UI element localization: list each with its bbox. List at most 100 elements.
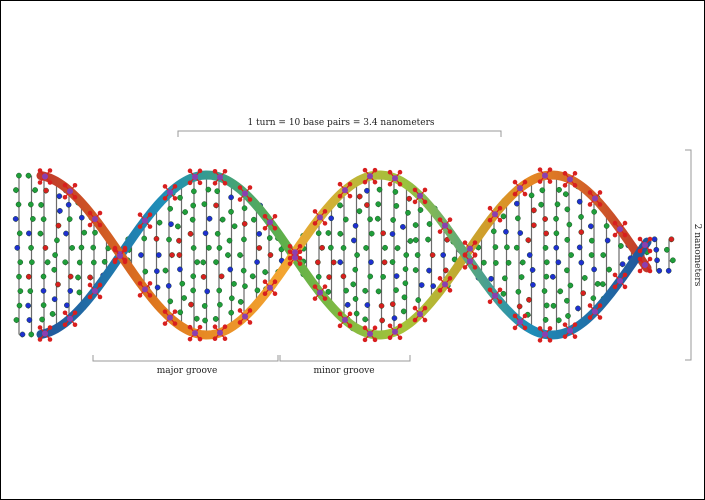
oxygen-atom <box>347 323 353 329</box>
width-bracket-line <box>685 149 692 361</box>
carbon-atom <box>179 280 186 287</box>
phosphorus-atom <box>167 314 173 321</box>
oxygen-atom <box>562 171 568 176</box>
oxygen-atom <box>537 338 543 343</box>
carbon-atom <box>403 252 410 258</box>
nitrogen-atom <box>576 198 583 205</box>
oxygen-atom <box>364 202 370 208</box>
phosphorus-atom <box>492 292 498 299</box>
oxygen-atom <box>212 168 218 174</box>
carbon-atom <box>251 216 257 223</box>
oxygen-atom <box>522 179 528 185</box>
oxygen-atom <box>497 287 503 293</box>
oxygen-atom <box>668 236 675 243</box>
phosphorus-atom <box>192 173 198 180</box>
carbon-atom <box>500 213 507 220</box>
minor-groove-bracket: minor groove <box>279 355 411 376</box>
nitrogen-atom <box>364 187 370 194</box>
nitrogen-atom <box>488 275 494 282</box>
phosphorus-atom <box>167 189 173 196</box>
carbon-atom <box>75 274 81 281</box>
nitrogen-atom <box>665 267 672 274</box>
oxygen-atom <box>543 230 549 237</box>
carbon-atom <box>92 229 98 236</box>
oxygen-atom <box>412 305 418 311</box>
carbon-atom <box>76 289 83 296</box>
phosphorus-atom <box>92 216 98 223</box>
phosphorus-atom <box>542 331 548 338</box>
carbon-atom <box>565 313 571 319</box>
oxygen-atom <box>97 282 103 288</box>
carbon-atom <box>490 228 497 235</box>
carbon-atom <box>194 315 200 322</box>
nitrogen-atom <box>19 331 26 338</box>
oxygen-atom <box>516 303 523 310</box>
nitrogen-atom <box>328 215 334 222</box>
oxygen-atom <box>587 190 593 195</box>
carbon-atom <box>352 266 359 273</box>
oxygen-atom <box>542 216 548 222</box>
carbon-atom <box>27 288 34 294</box>
oxygen-atom <box>547 326 553 331</box>
nitrogen-atom <box>64 302 70 309</box>
carbon-atom <box>254 287 261 294</box>
nitrogen-atom <box>204 288 211 295</box>
oxygen-atom <box>487 287 493 293</box>
nitrogen-atom <box>154 284 161 291</box>
carbon-atom <box>394 245 401 251</box>
oxygen-atom <box>187 324 193 330</box>
nitrogen-atom <box>351 237 357 244</box>
carbon-atom <box>249 273 256 280</box>
nitrogen-atom <box>517 230 524 236</box>
oxygen-atom <box>62 182 68 188</box>
oxygen-atom <box>172 184 178 189</box>
oxygen-atom <box>422 187 428 193</box>
nitrogen-atom <box>67 288 74 294</box>
oxygen-atom <box>337 193 343 199</box>
phosphorus-atom <box>142 286 148 293</box>
nitrogen-atom <box>514 200 520 207</box>
carbon-atom <box>337 202 343 209</box>
oxygen-atom <box>637 236 643 242</box>
carbon-atom <box>219 216 226 223</box>
phosphorus-atom <box>417 192 423 199</box>
oxygen-atom <box>262 291 268 296</box>
carbon-atom <box>13 317 20 323</box>
carbon-atom <box>492 244 499 250</box>
phosphorus-atom <box>617 226 623 233</box>
carbon-atom <box>16 172 22 179</box>
oxygen-atom <box>330 259 337 266</box>
oxygen-atom <box>187 336 193 342</box>
turn-label: 1 turn = 10 base pairs = 3.4 nanometers <box>247 118 434 128</box>
oxygen-atom <box>447 276 453 281</box>
carbon-atom <box>402 280 409 286</box>
carbon-atom <box>353 310 360 317</box>
oxygen-atom <box>262 226 268 231</box>
carbon-atom <box>367 273 374 280</box>
nitrogen-atom <box>202 230 209 236</box>
carbon-atom <box>29 259 35 266</box>
carbon-atom <box>181 295 187 301</box>
oxygen-atom <box>237 308 243 313</box>
phosphorus-atom <box>217 329 223 336</box>
oxygen-atom <box>267 252 274 258</box>
phosphorus-atom <box>217 174 223 181</box>
carbon-atom <box>40 216 47 222</box>
carbon-atom <box>237 298 244 305</box>
oxygen-atom <box>122 259 128 265</box>
carbon-atom <box>412 237 419 243</box>
oxygen-atom <box>212 324 218 330</box>
oxygen-atom <box>622 232 628 238</box>
carbon-atom <box>591 209 597 215</box>
oxygen-atom <box>67 273 74 280</box>
carbon-atom <box>556 186 562 193</box>
oxygen-atom <box>387 169 393 175</box>
oxygen-atom <box>37 180 43 185</box>
nitrogen-atom <box>65 201 72 208</box>
oxygen-atom <box>72 182 78 188</box>
carbon-atom <box>515 215 521 222</box>
carbon-atom <box>362 287 368 294</box>
carbon-atom <box>25 172 32 179</box>
oxygen-atom <box>187 168 193 174</box>
carbon-atom <box>228 208 234 215</box>
